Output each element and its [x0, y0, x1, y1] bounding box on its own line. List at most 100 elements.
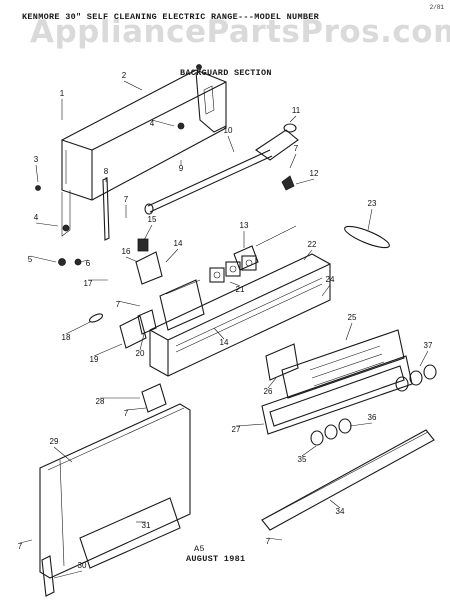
callout-leader — [79, 259, 89, 263]
clip-part-18 — [88, 313, 104, 323]
part-callout-8: 8 — [104, 167, 109, 176]
callout-leader — [165, 248, 179, 263]
clock-part-26 — [265, 343, 299, 381]
callout-leader — [93, 343, 123, 357]
bracket-part-30 — [41, 555, 55, 597]
part-callout-7: 7 — [18, 542, 23, 551]
clip-part-12 — [281, 175, 295, 191]
callout-leader — [117, 300, 141, 307]
part-callout-29: 29 — [50, 437, 59, 446]
part-callout-7: 7 — [124, 409, 129, 418]
part-callout-27: 27 — [232, 425, 241, 434]
part-callout-7: 7 — [116, 300, 121, 309]
corner-code: 2/81 — [429, 4, 444, 11]
callout-leader — [19, 539, 33, 544]
callout-leader — [29, 255, 57, 263]
part-callout-1: 1 — [60, 89, 65, 98]
part-callout-7: 7 — [124, 195, 129, 204]
backguard-rear-panel — [61, 69, 227, 237]
part-callout-11: 11 — [292, 106, 301, 115]
part-callout-13: 13 — [240, 221, 249, 230]
lamp-rod-part-9-10 — [147, 149, 273, 213]
callout-leader — [289, 115, 297, 123]
part-callout-19: 19 — [90, 355, 99, 364]
knobs-part-35-36 — [310, 418, 352, 446]
grommet-part-5 — [58, 258, 66, 266]
callout-leader — [289, 153, 297, 169]
part-callout-15: 15 — [148, 215, 157, 224]
part-callout-14: 14 — [220, 338, 229, 347]
callout-leader — [367, 208, 373, 231]
knobs-part-37 — [395, 364, 437, 392]
callout-leader — [151, 119, 175, 127]
screw-part-3 — [35, 185, 41, 191]
part-callout-6: 6 — [86, 259, 91, 268]
overlay-part-25 — [281, 329, 405, 399]
bracket-part-14 — [159, 279, 205, 331]
switch-part-15 — [137, 238, 149, 252]
part-callout-17: 17 — [84, 279, 93, 288]
callout-leader — [35, 222, 59, 227]
lamp-lens-part-23 — [344, 225, 390, 249]
switch-part-19 — [119, 315, 147, 349]
switch-part-20 — [137, 309, 157, 335]
callout-leader — [125, 407, 147, 411]
section-title: BACKGUARD SECTION — [180, 68, 272, 78]
part-callout-3: 3 — [34, 155, 39, 164]
part-callout-36: 36 — [368, 413, 377, 422]
callout-leader — [303, 249, 313, 261]
callout-leader — [301, 445, 317, 457]
part-callout-2: 2 — [122, 71, 127, 80]
part-callout-26: 26 — [264, 387, 273, 396]
part-callout-12: 12 — [310, 169, 319, 178]
part-callout-4: 4 — [150, 119, 155, 128]
part-callout-20: 20 — [136, 349, 145, 358]
part-callout-34: 34 — [336, 507, 345, 516]
part-callout-37: 37 — [424, 341, 433, 350]
callout-leader — [227, 135, 235, 153]
part-callout-4: 4 — [34, 213, 39, 222]
callout-leader — [267, 377, 277, 389]
callout-leader — [321, 284, 331, 297]
lower-panel-part-29 — [39, 403, 191, 579]
front-panel-part-27 — [261, 355, 413, 435]
callout-leader — [229, 281, 241, 287]
callout-leader — [329, 499, 341, 509]
bracket-part-8 — [102, 177, 110, 241]
callout-leader — [123, 80, 143, 91]
lamp-socket-part-11 — [255, 129, 299, 161]
part-callout-18: 18 — [62, 333, 71, 342]
plate-part-16 — [135, 251, 163, 285]
part-callout-21: 21 — [236, 285, 245, 294]
part-callout-25: 25 — [348, 313, 357, 322]
callout-leader — [213, 327, 225, 340]
callout-leader — [53, 446, 73, 463]
part-callout-5: 5 — [28, 255, 33, 264]
shield-part-31 — [79, 497, 181, 569]
part-callout-7: 7 — [266, 537, 271, 546]
footer-date: AUGUST 1981 — [186, 554, 246, 564]
part-callout-31: 31 — [142, 521, 151, 530]
control-panel-part-22 — [149, 253, 331, 377]
switch-block-part-21 — [209, 255, 257, 283]
part-callout-7: 7 — [294, 144, 299, 153]
screw-part-4 — [62, 224, 70, 232]
part-callout-16: 16 — [122, 247, 131, 256]
callout-leader — [35, 164, 39, 183]
callout-leader — [295, 178, 315, 185]
diagram-title: KENMORE 30" SELF CLEANING ELECTRIC RANGE… — [22, 12, 320, 22]
callout-leader — [419, 350, 429, 367]
callout-leader — [65, 321, 91, 335]
plate-part-28 — [141, 383, 167, 413]
callout-leader — [235, 423, 265, 427]
part-callout-10: 10 — [224, 126, 233, 135]
callout-leader — [143, 224, 153, 241]
callout-leader — [125, 256, 139, 263]
callout-leader — [53, 570, 83, 579]
footer-page: A5 — [194, 544, 205, 554]
part-callout-35: 35 — [298, 455, 307, 464]
trim-part-34 — [261, 429, 435, 531]
part-callout-23: 23 — [368, 199, 377, 208]
